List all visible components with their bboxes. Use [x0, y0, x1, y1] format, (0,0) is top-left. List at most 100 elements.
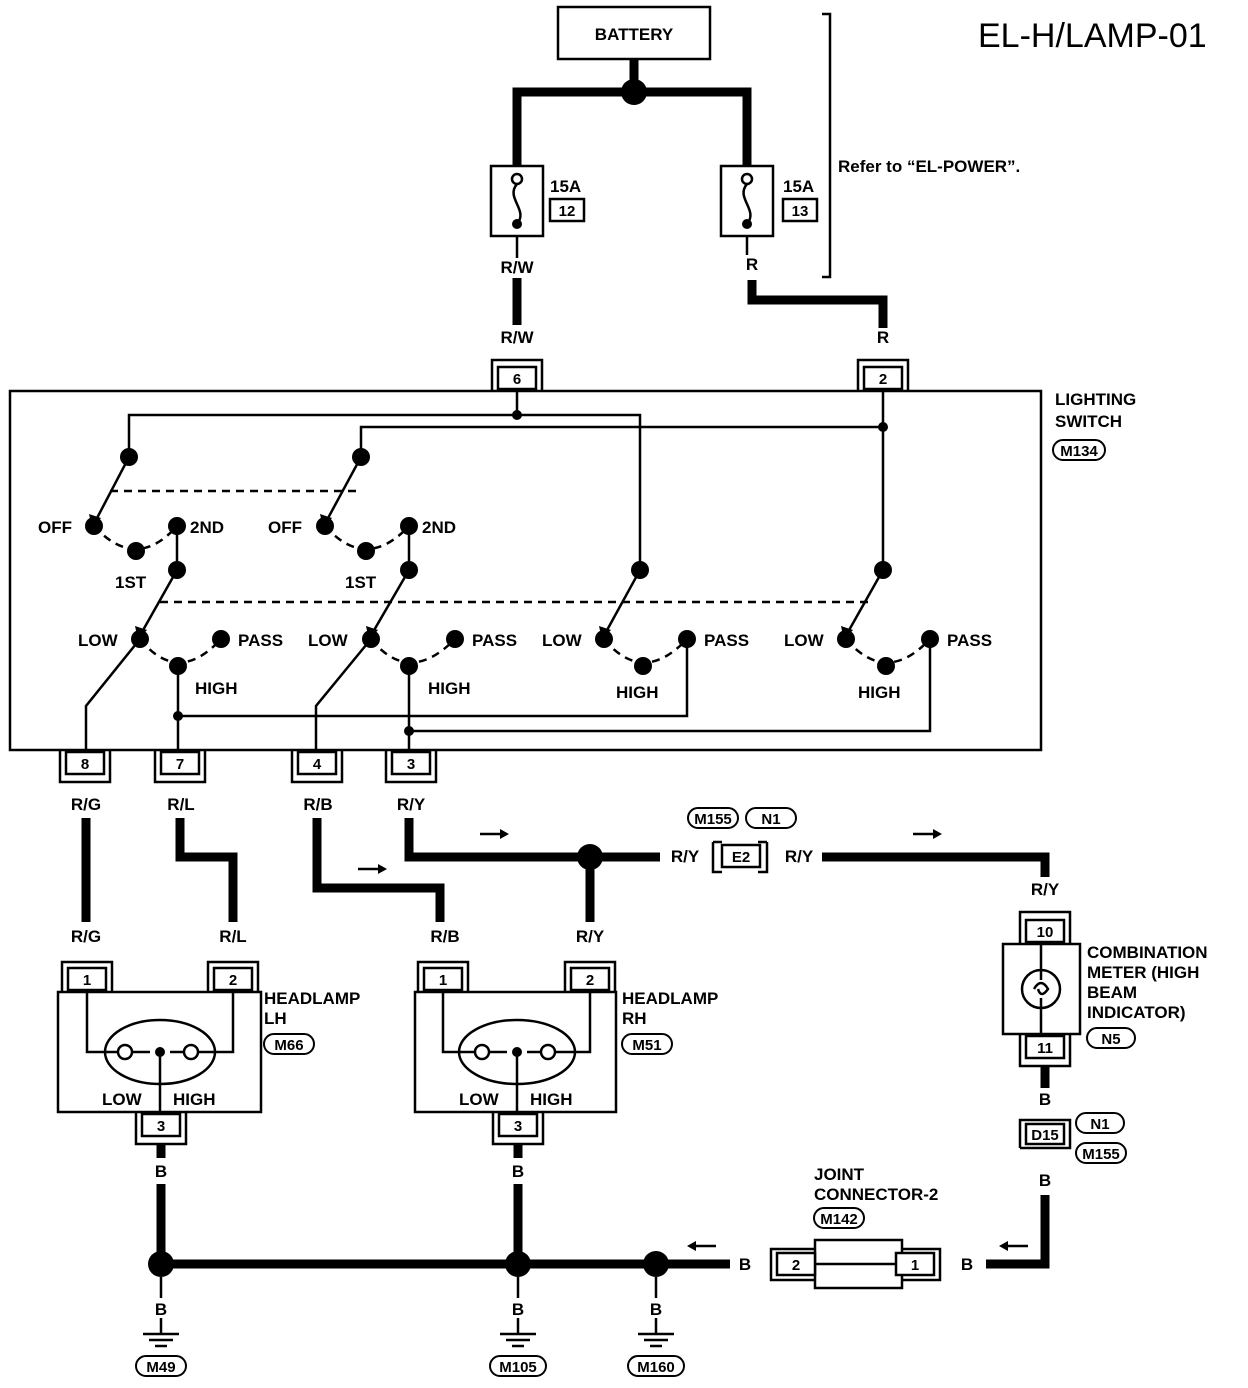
headlamp-rh-low: LOW [459, 1090, 500, 1109]
fuse-13 [719, 164, 775, 238]
s1-off-label: OFF [38, 518, 72, 537]
battery-label: BATTERY [595, 25, 674, 44]
wire-color-rg-2: R/G [71, 927, 101, 946]
d15-tag-m155: M155 [1082, 1146, 1120, 1163]
diagram-title: EL-H/LAMP-01 [978, 17, 1207, 55]
wire-color-b-meter-2: B [1039, 1171, 1051, 1190]
e2-connector [711, 840, 769, 874]
rh-b-label-bg [507, 1158, 529, 1184]
s2-low-label: LOW [308, 631, 349, 650]
rl-wire [175, 818, 238, 922]
e2-tag-n1: N1 [761, 811, 780, 828]
e2-tag-m155: M155 [694, 811, 732, 828]
s2-2nd-label: 2ND [422, 518, 456, 537]
joint-connector-name-1: JOINT [814, 1165, 865, 1184]
switch-internal-wiring [84, 391, 939, 750]
switch-pin-3-connector [384, 750, 438, 784]
headlamp-lh [56, 960, 263, 1146]
headlamp-rh-pin-1: 1 [439, 972, 447, 989]
headlamp-lh-connector: M66 [274, 1037, 303, 1054]
fuse-13-number: 13 [792, 203, 809, 220]
lh-b-label-bg [150, 1158, 172, 1184]
lighting-switch-connector-tag [1052, 439, 1106, 461]
switch-pin-2: 2 [879, 371, 887, 388]
headlamp-lh-high: HIGH [173, 1090, 216, 1109]
headlamp-lh-name-2: LH [264, 1009, 287, 1028]
headlamp-rh [413, 960, 618, 1146]
ground-m49: M49 [146, 1359, 175, 1376]
s4-low-label: LOW [784, 631, 825, 650]
direction-arrows [358, 829, 1028, 1251]
ry-wire-a [404, 818, 590, 862]
wire-color-ry-3: R/Y [1031, 880, 1060, 899]
d15-label: D15 [1031, 1127, 1059, 1144]
headlamp-lh-low: LOW [102, 1090, 143, 1109]
s1-low-label: LOW [78, 631, 119, 650]
joint-connector-pin-2: 2 [792, 1257, 800, 1274]
wire-color-rb-1: R/B [303, 795, 332, 814]
switch-pin-8: 8 [81, 756, 89, 773]
ground-splice-3 [643, 1251, 669, 1277]
s2-1st-label: 1ST [345, 573, 377, 592]
switch-pin-3: 3 [407, 756, 415, 773]
e2-label: E2 [732, 849, 750, 866]
s2-off-label: OFF [268, 518, 302, 537]
d15-tag-n1: N1 [1090, 1116, 1109, 1133]
ground-splice-1 [148, 1251, 174, 1277]
joint-connector-tag [813, 1207, 865, 1229]
d15-connector [1018, 1118, 1072, 1150]
ground-splice-2 [505, 1251, 531, 1277]
r-wire [747, 280, 888, 328]
switch-pin-7-connector [153, 750, 207, 784]
wire-color-b-g2: B [512, 1300, 524, 1319]
joint-connector-name-2: CONNECTOR-2 [814, 1185, 938, 1204]
ground-m160: M160 [637, 1359, 675, 1376]
ground-m105-oval [489, 1355, 547, 1377]
switch-pin-6-connector [490, 358, 544, 391]
fuse-12-number: 12 [559, 203, 576, 220]
joint-connector-code: M142 [820, 1211, 858, 1228]
s1-2nd-label: 2ND [190, 518, 224, 537]
wire-color-rb-2: R/B [430, 927, 459, 946]
wire-color-rw-2: R/W [500, 328, 534, 347]
wire-color-b-g1: B [155, 1300, 167, 1319]
switch-pin-8-connector [58, 750, 112, 784]
wire-color-r-2: R [877, 328, 889, 347]
battery-feed-wire [512, 87, 752, 172]
meter-b-wire-b [986, 1195, 1050, 1269]
wire-color-rl-2: R/L [219, 927, 246, 946]
headlamp-rh-high: HIGH [530, 1090, 573, 1109]
switch-pin-2-connector [856, 358, 910, 391]
wire-color-b-g3: B [650, 1300, 662, 1319]
wire-color-b-joint-left: B [739, 1255, 751, 1274]
switch-pin-7: 7 [176, 756, 184, 773]
headlamp-lh-connector-tag [263, 1033, 315, 1055]
headlamp-rh-connector: M51 [632, 1037, 661, 1054]
wire-color-b-meter-1: B [1039, 1090, 1051, 1109]
s3-high-label: HIGH [616, 683, 659, 702]
switch-pin-4: 4 [313, 756, 322, 773]
meter-pin-10: 10 [1037, 924, 1054, 941]
ry-splice [577, 844, 603, 870]
meter-connector-tag [1086, 1027, 1136, 1049]
headlamp-rh-pin-3: 3 [514, 1118, 522, 1135]
combination-meter [1001, 910, 1082, 1068]
joint-connector [769, 1238, 942, 1290]
wire-color-ry-e2-left: R/Y [671, 847, 700, 866]
meter-name-2: METER (HIGH [1087, 963, 1199, 982]
rb-wire [312, 818, 445, 922]
s1-high-label: HIGH [195, 679, 238, 698]
headlamp-lh-pin-3: 3 [157, 1118, 165, 1135]
wire-color-ry-e2-right: R/Y [785, 847, 814, 866]
lighting-switch-name-2: SWITCH [1055, 412, 1122, 431]
ry-wire-d [822, 852, 1050, 877]
joint-connector-pin-1: 1 [911, 1257, 919, 1274]
switch-pin-6: 6 [513, 371, 521, 388]
fuse-12-amp: 15A [550, 177, 581, 196]
ground-m160-oval [627, 1355, 685, 1377]
refer-note: Refer to “EL-POWER”. [838, 157, 1020, 176]
d15-tag-n1-oval [1075, 1112, 1125, 1134]
wire-color-r-1: R [746, 255, 758, 274]
fuse-12 [489, 164, 545, 238]
